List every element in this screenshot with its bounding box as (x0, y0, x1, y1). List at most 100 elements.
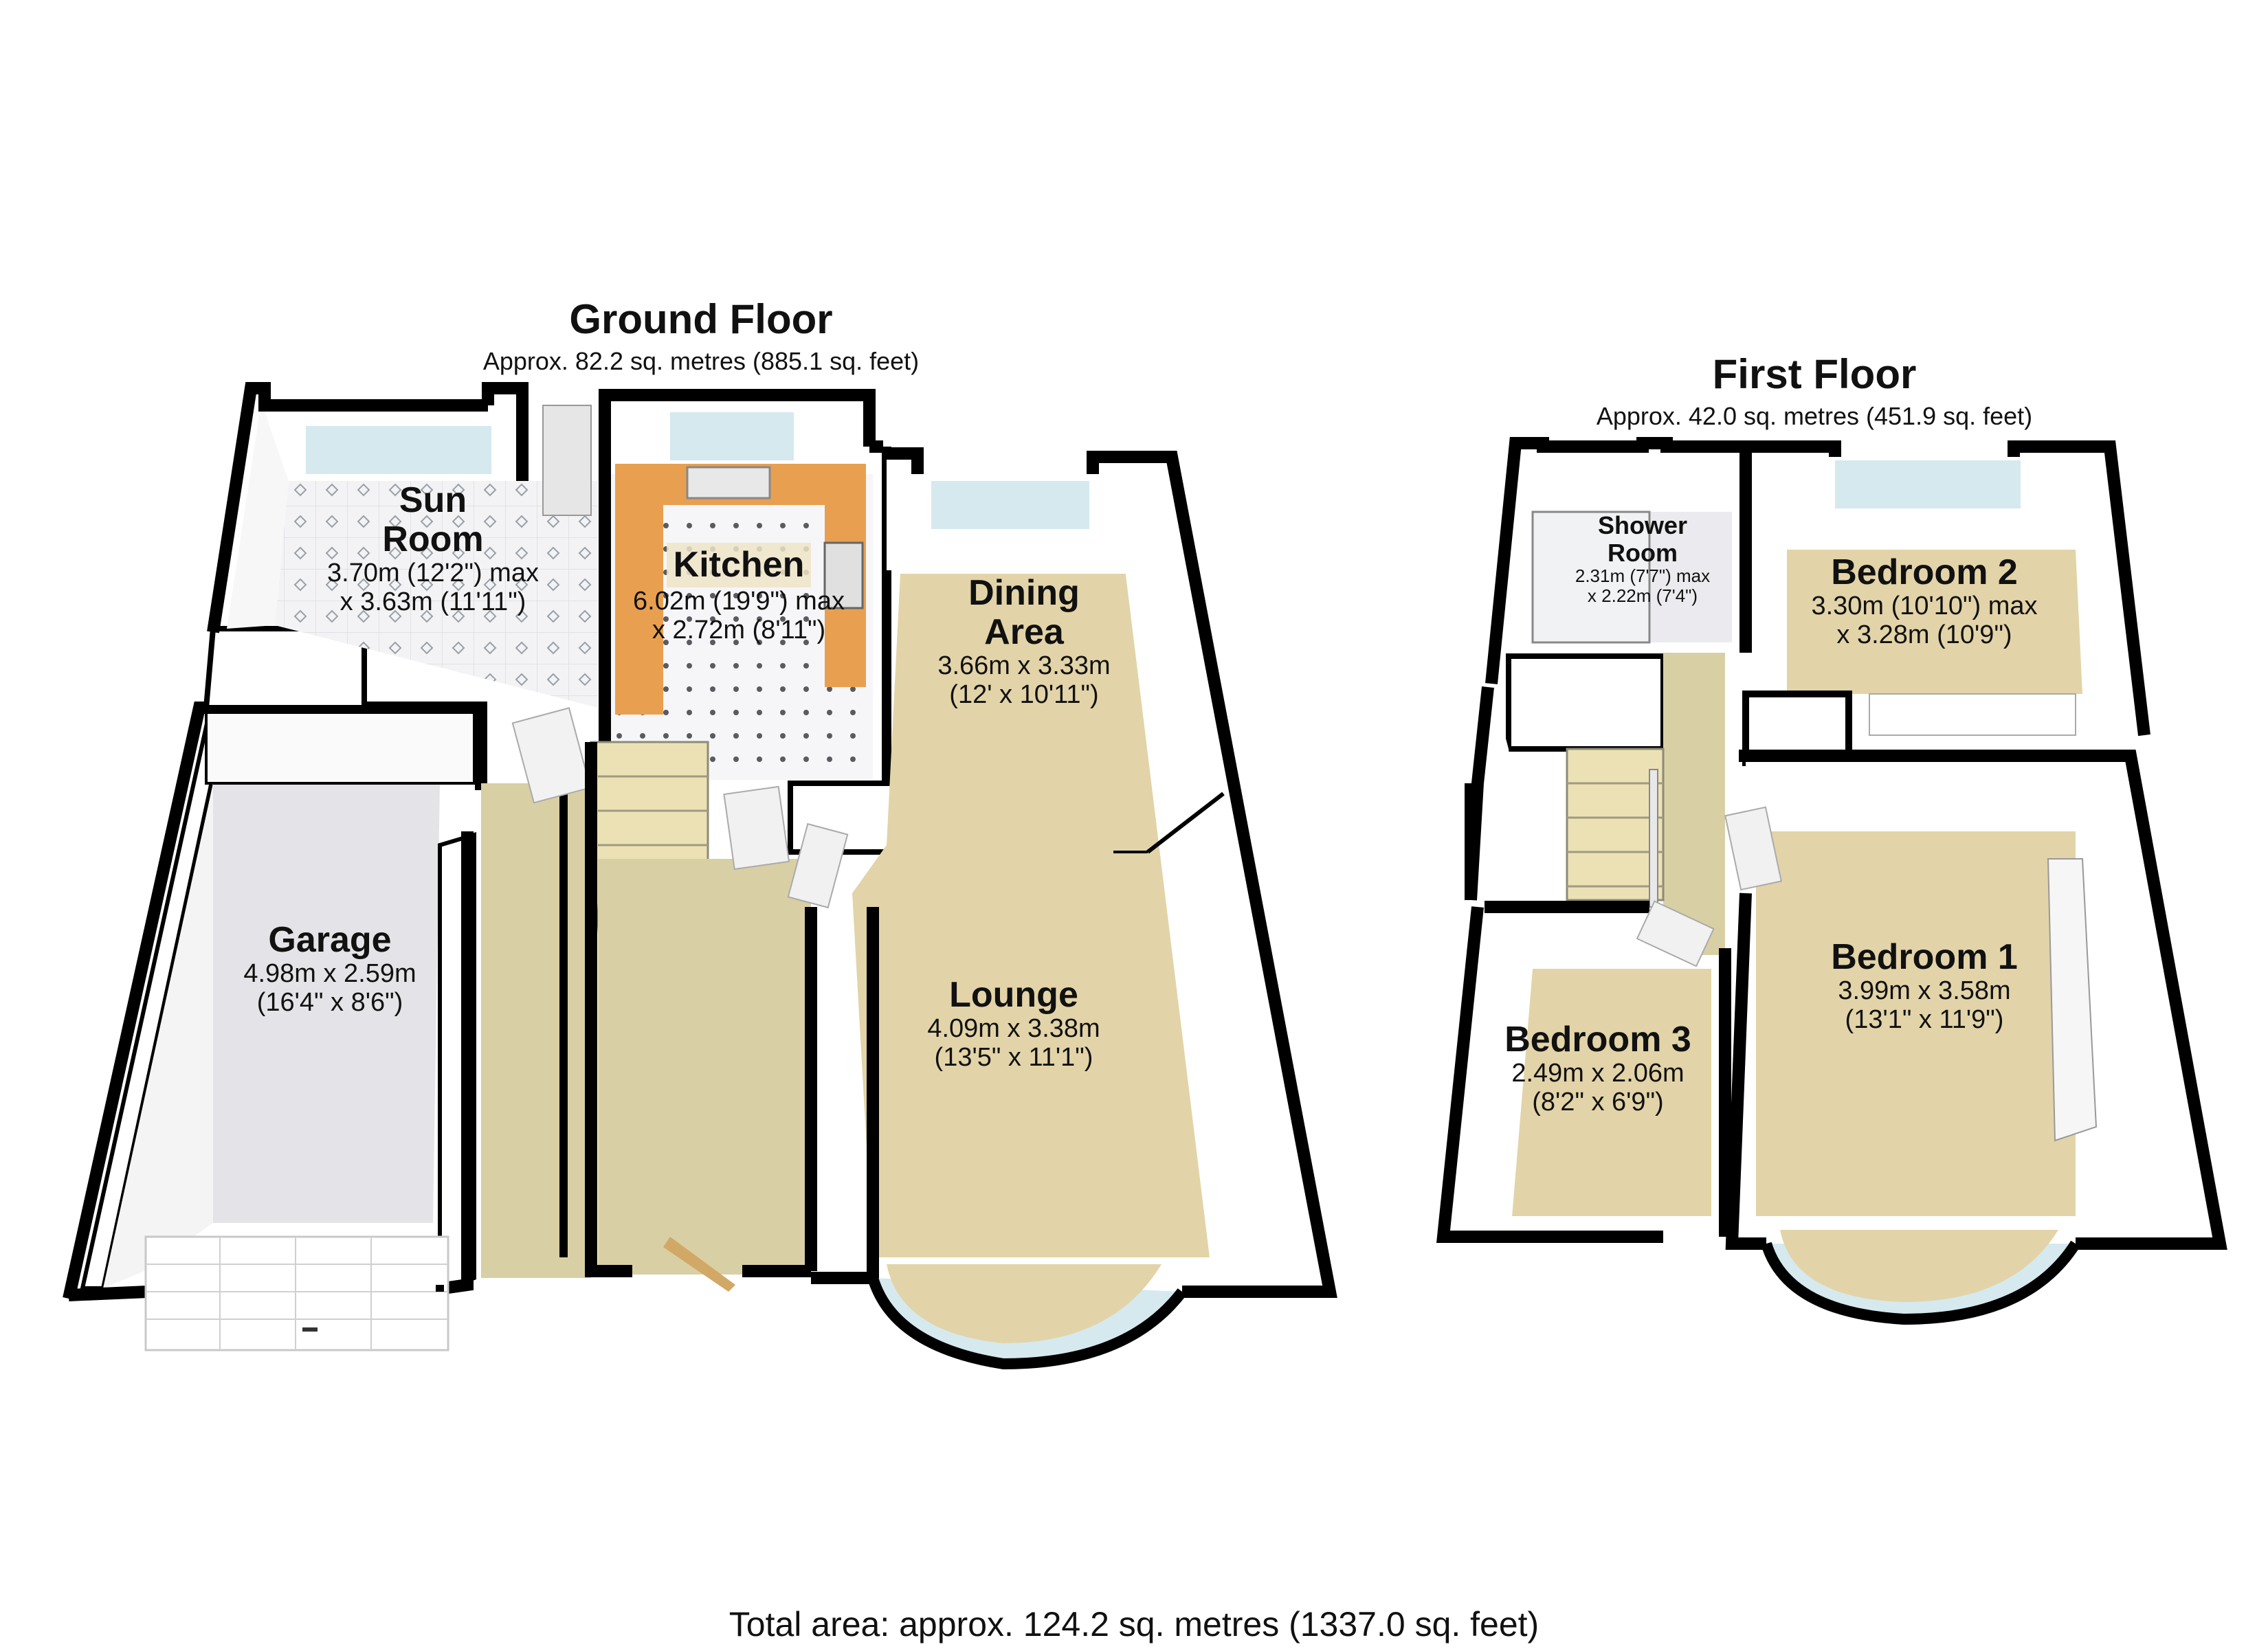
bedroom2-wardrobe (1869, 693, 2076, 736)
bedroom3-dim2: (8'2" x 6'9") (1532, 1087, 1664, 1117)
lounge-left-wall (887, 453, 914, 570)
sun-room-name-line2: Room (382, 519, 484, 560)
hall-door-right (723, 785, 790, 871)
bedroom1-name: Bedroom 1 (1831, 937, 2018, 977)
shower-room-dim1: 2.31m (7'7") max (1575, 565, 1711, 587)
bedroom3-label: Bedroom 3 2.49m x 2.06m (8'2" x 6'9") (1478, 1020, 1718, 1117)
bedroom1-right-wall (2076, 756, 2213, 1237)
kitchen-name: Kitchen (666, 543, 812, 588)
total-area: Total area: approx. 124.2 sq. metres (13… (729, 1605, 1539, 1644)
bedroom3-door (1636, 900, 1715, 967)
kitchen-window (670, 412, 794, 460)
bedroom1-bay-floor (1780, 1230, 2058, 1302)
kitchen-outline (599, 389, 883, 756)
lounge-name: Lounge (949, 975, 1078, 1015)
shower-enclosure (1531, 511, 1651, 644)
garage-dim2: (16'4" x 8'6") (256, 987, 403, 1017)
bedroom2-dim1: 3.30m (10'10") max (1811, 592, 2038, 621)
first-floor-plan (1436, 437, 2227, 1325)
garage-door (144, 1235, 449, 1351)
garage-floor (213, 783, 440, 1223)
bedroom2-floor (1787, 550, 2082, 694)
garage-front-wall (68, 1286, 148, 1301)
sun-room-label: Sun Room 3.70m (12'2") max x 3.63m (11'1… (289, 480, 577, 617)
bedroom3-dim1: 2.49m x 2.06m (1511, 1059, 1685, 1088)
shower-room-name-line1: Shower (1597, 511, 1688, 539)
garage-door-handle (302, 1327, 318, 1332)
shower-room-dim2: x 2.22m (7'4") (1587, 585, 1698, 606)
entrance-hall-floor (598, 859, 811, 1275)
kitchen-hob (823, 541, 864, 609)
lounge-bay-floor (887, 1264, 1161, 1343)
sun-room-outline (207, 382, 529, 633)
bedroom2-label: Bedroom 2 3.30m (10'10") max x 3.28m (10… (1773, 552, 2076, 650)
ground-floor-plan (63, 382, 1337, 1370)
bedroom1-back-wall (1746, 756, 2131, 831)
bedroom2-name: Bedroom 2 (1831, 552, 2018, 592)
lounge-dim2: (13'5" x 11'1") (934, 1042, 1093, 1072)
bathroom-side-wall (1506, 653, 1666, 752)
sun-room-left-wall (227, 402, 289, 629)
landing-outline (1465, 686, 1494, 901)
dining-dim1: 3.66m x 3.33m (937, 651, 1111, 681)
lounge-floor (852, 574, 1210, 1257)
bedroom1-label: Bedroom 1 3.99m x 3.58m (13'1" x 11'9") (1801, 937, 2048, 1035)
garage-dim1: 4.98m x 2.59m (243, 959, 416, 989)
bedroom1-floor (1756, 831, 2076, 1216)
bedroom3-back-wall (1478, 910, 1677, 969)
sun-room-floor (275, 481, 598, 708)
hall-floor (481, 783, 591, 1278)
kitchen-sink (686, 466, 771, 500)
kitchen-dim2: x 2.72m (8'11") (652, 615, 826, 644)
lounge-right-wall (1113, 460, 1271, 1257)
bedroom1-door (1724, 806, 1783, 891)
dining-dim2: (12' x 10'11") (949, 680, 1099, 710)
garage-side-wall (103, 783, 213, 1288)
landing-left-wall (1471, 684, 1526, 900)
shower-room-back-wall (1529, 447, 1746, 512)
dining-name-line2: Area (984, 612, 1064, 653)
garage-name: Garage (268, 920, 392, 960)
lounge-door (787, 822, 849, 909)
lounge-label: Lounge 4.09m x 3.38m (13'5" x 11'1") (887, 975, 1141, 1073)
kitchen-label: Kitchen 6.02m (19'9") max x 2.72m (8'11"… (605, 543, 873, 645)
bedroom1-outline (1725, 750, 2227, 1250)
kitchen-worktop-back (615, 464, 866, 715)
garage-door-panels (146, 1237, 448, 1350)
bedroom3-floor (1512, 969, 1711, 1216)
sun-room-name-line1: Sun (399, 480, 467, 520)
entrance-hall-outline (585, 742, 817, 1277)
landing-floor (1663, 653, 1725, 955)
shower-room-outline (1485, 437, 1752, 684)
garage-back-wall (205, 710, 476, 785)
ground-floor-area: Approx. 82.2 sq. metres (885.1 sq. feet) (482, 347, 920, 375)
dining-divider (1146, 792, 1225, 854)
first-floor-area: Approx. 42.0 sq. metres (451.9 sq. feet) (1596, 402, 2033, 430)
shower-room-name-line2: Room (1608, 538, 1678, 567)
bedroom1-dim1: 3.99m x 3.58m (1838, 976, 2011, 1006)
lounge-dim1: 4.09m x 3.38m (927, 1014, 1100, 1044)
dining-area-label: Dining Area 3.66m x 3.33m (12' x 10'11") (900, 573, 1148, 710)
shower-room-label: Shower Room 2.31m (7'7") max x 2.22m (7'… (1539, 512, 1746, 605)
hall-outline (436, 742, 568, 1292)
dining-window (931, 481, 1089, 529)
sun-room-window (306, 426, 491, 474)
first-floor-stairs (1566, 748, 1665, 908)
bedroom2-outline (1739, 440, 2150, 737)
garage-label: Garage 4.98m x 2.59m (16'4" x 8'6") (206, 920, 454, 1018)
dining-name-line1: Dining (968, 573, 1080, 613)
sun-room-dim1: 3.70m (12'2") max (327, 559, 539, 588)
kitchen-dim1: 6.02m (19'9") max (633, 587, 845, 616)
bedroom1-dim2: (13'1" x 11'9") (1845, 1005, 2004, 1034)
ground-floor-title: Ground Floor (569, 296, 833, 342)
bedroom2-dim2: x 3.28m (10'9") (1836, 620, 2012, 649)
hall-door-left (511, 707, 592, 804)
bedroom3-name: Bedroom 3 (1504, 1020, 1691, 1059)
bedroom2-window (1835, 460, 2021, 508)
first-floor-title: First Floor (1712, 351, 1917, 397)
bedroom1-wardrobe (2047, 858, 2098, 1142)
sun-room-door (542, 405, 592, 516)
sun-room-dim2: x 3.63m (11'11") (340, 587, 526, 617)
